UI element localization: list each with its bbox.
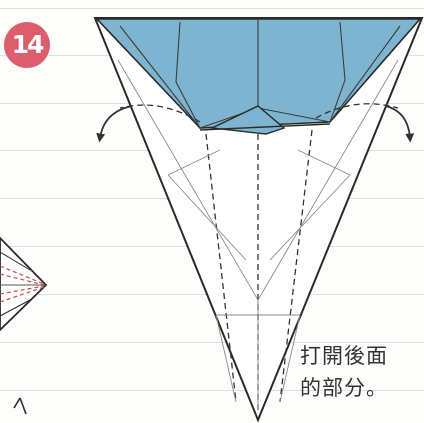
caption-line-1: 打開後面	[300, 344, 388, 368]
previous-step-partial-diagram	[0, 236, 48, 415]
curved-arrow-down-right-icon	[385, 105, 415, 143]
center-flap-edge	[199, 123, 331, 131]
ruled-line	[0, 342, 424, 343]
ruled-line	[0, 390, 424, 391]
blue-band-crease-lines	[119, 19, 401, 129]
step-number-badge: 14	[4, 22, 50, 68]
curved-arrow-down-left-icon	[96, 105, 133, 143]
caption-line-2: 的部分。	[300, 376, 388, 400]
instruction-caption: 打開後面 的部分。	[300, 340, 424, 404]
light-crease-lines	[117, 59, 399, 410]
ruled-line	[0, 8, 424, 9]
